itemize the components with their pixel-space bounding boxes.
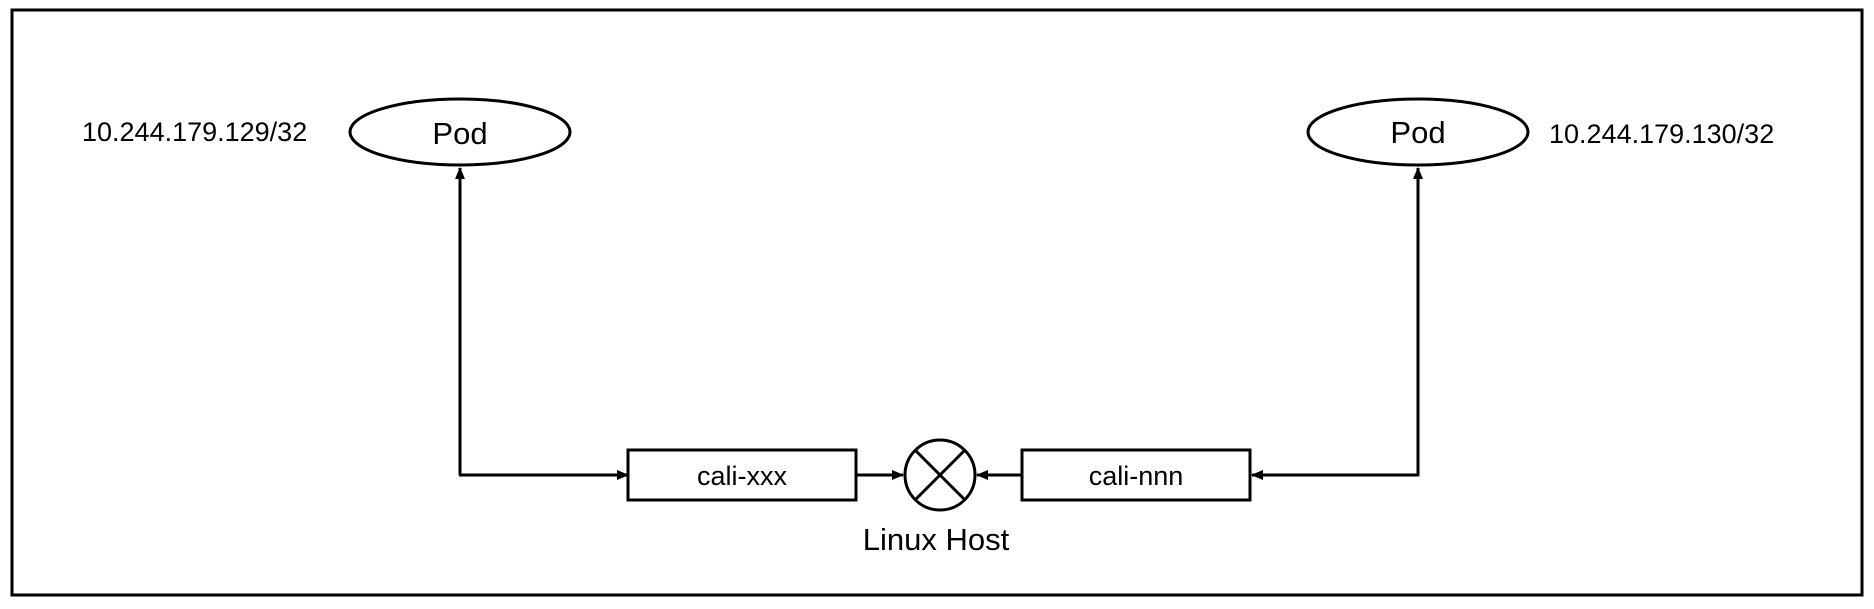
cali-xxx-label: cali-xxx bbox=[697, 461, 788, 491]
left-pod-ellipse bbox=[348, 97, 572, 167]
right-pod-ellipse bbox=[1306, 97, 1530, 167]
left-pod-label: Pod bbox=[432, 116, 487, 151]
cali-nnn-interface-box bbox=[1020, 448, 1252, 502]
linux-host-label: Linux Host bbox=[863, 522, 1010, 557]
left-pod-ip: 10.244.179.129/32 bbox=[82, 117, 307, 147]
diagram-frame bbox=[10, 8, 1864, 597]
cali-nnn-label: cali-nnn bbox=[1089, 461, 1184, 491]
host-junction-cross-b bbox=[913, 448, 967, 502]
right-pod-ip: 10.244.179.130/32 bbox=[1549, 119, 1774, 149]
right-pod-label: Pod bbox=[1390, 115, 1445, 150]
